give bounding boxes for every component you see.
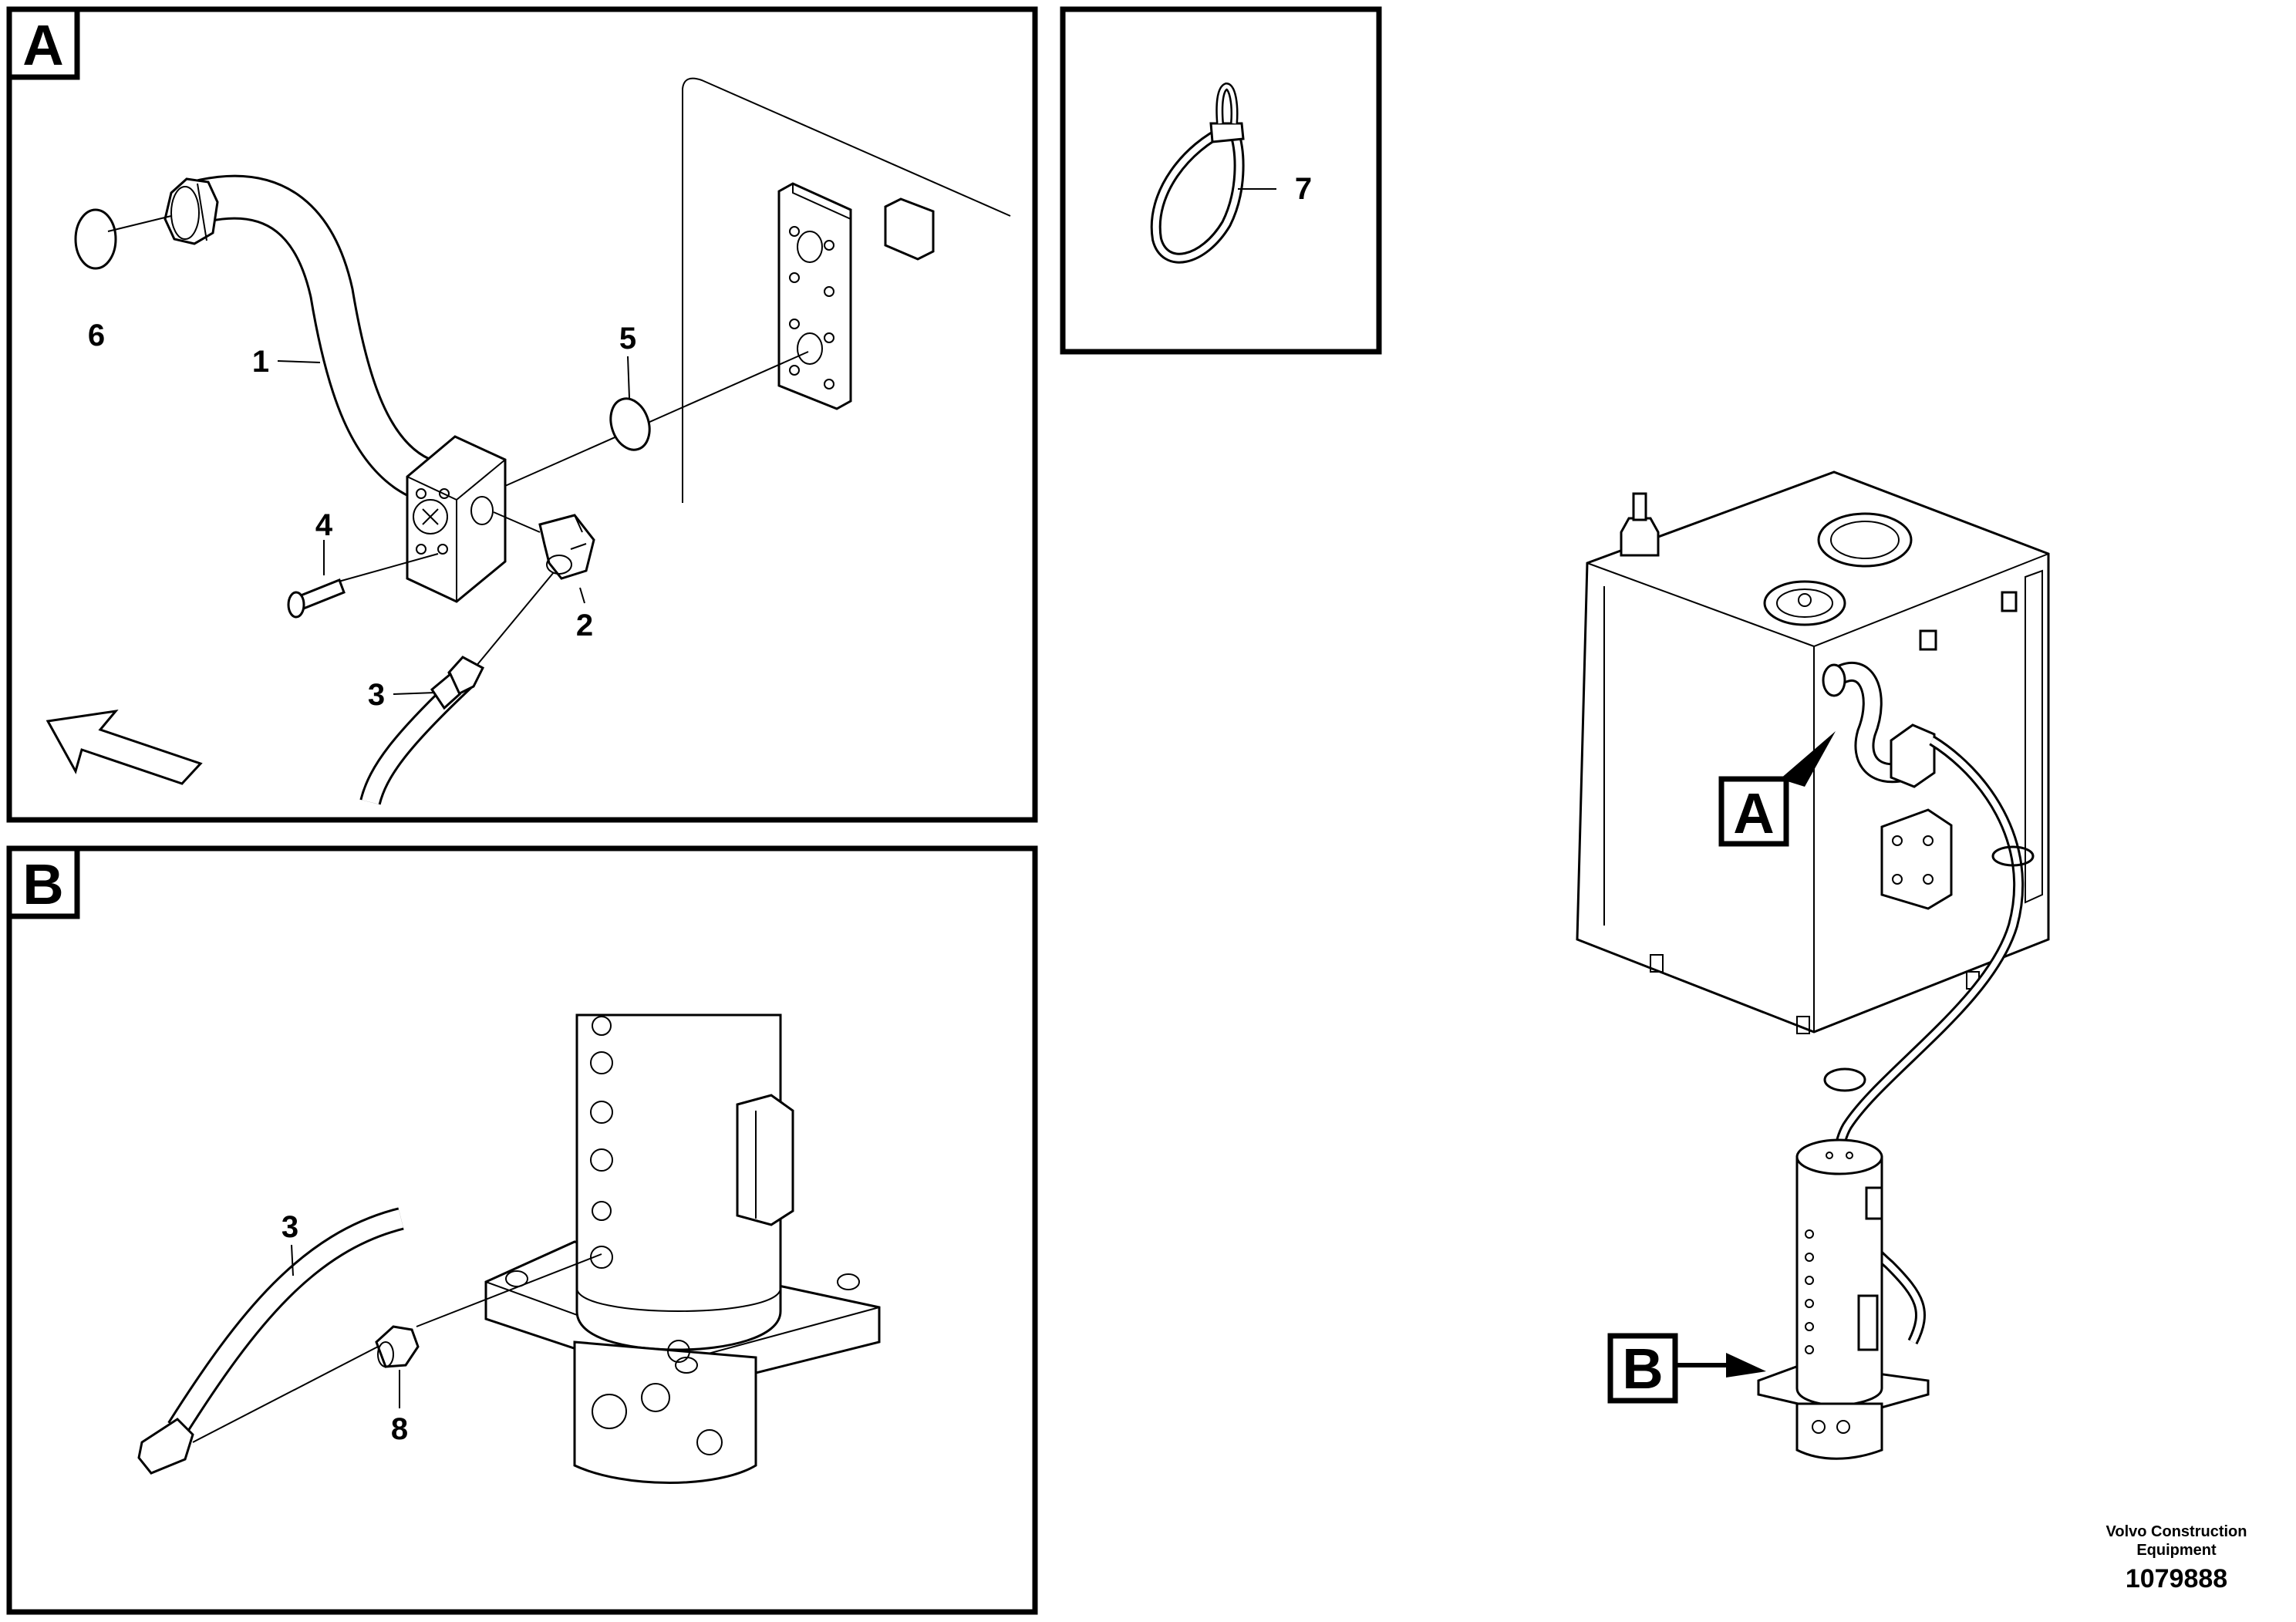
leader-3b [291,1244,294,1276]
drawing-number: 1079888 [2126,1564,2227,1593]
callout-a: A [1718,731,1836,847]
cable-tie-lower [1823,1067,1866,1092]
pipe-part-1 [164,174,443,501]
part-number-4: 4 [315,508,333,542]
mounting-plate [777,182,852,410]
footer-credit: Volvo Construction Equipment 1079888 [2106,1523,2247,1593]
callout-b: B [1607,1333,1766,1404]
tank-bracket [884,197,935,261]
swivel-joint-column [484,1013,881,1484]
cable-tie-upper [1991,845,2035,867]
plug-part-6 [74,208,117,270]
tank-wall-outline [682,77,1011,503]
bolt-part-4 [287,553,439,619]
leader-5 [627,356,630,399]
detail-panel-cable-tie: 7 [1060,6,1382,355]
swivel-joint [1757,1138,1930,1460]
tank-pipe-assembly [1822,662,1936,788]
part-number-5: 5 [619,322,636,356]
part-number-8: 8 [391,1412,408,1446]
connector-part-8 [192,1253,602,1443]
cable-tie-part-7 [1150,82,1245,264]
part-number-3a: 3 [368,678,385,712]
part-number-7: 7 [1295,172,1312,206]
part-number-1: 1 [252,345,269,379]
panel-b-label: B [22,852,63,916]
leader-2 [579,587,585,604]
detail-panel-b: B [6,845,1038,1615]
panel-a-label: A [22,13,63,77]
callout-b-label: B [1622,1337,1663,1401]
detail-panel-a: A [6,6,1038,823]
part-number-6: 6 [88,319,105,352]
leader-3a [393,692,436,695]
part-number-3b: 3 [282,1210,298,1244]
view-direction-arrow [46,709,203,785]
hose-part-3-b [137,1207,404,1475]
leader-1 [277,360,321,363]
callout-a-label: A [1733,781,1774,845]
assembly-line-oring [504,351,809,487]
credit-line-2: Equipment [2136,1542,2217,1559]
leader-6a [107,215,172,232]
credit-line-1: Volvo Construction [2106,1523,2247,1540]
hose-part-3 [359,572,555,805]
o-ring-part-5 [609,397,651,451]
elbow-fitting-part-2 [493,511,595,580]
flange-block [406,435,507,603]
main-assembly-view: A B [1576,470,2050,1460]
part-number-2: 2 [576,609,593,642]
